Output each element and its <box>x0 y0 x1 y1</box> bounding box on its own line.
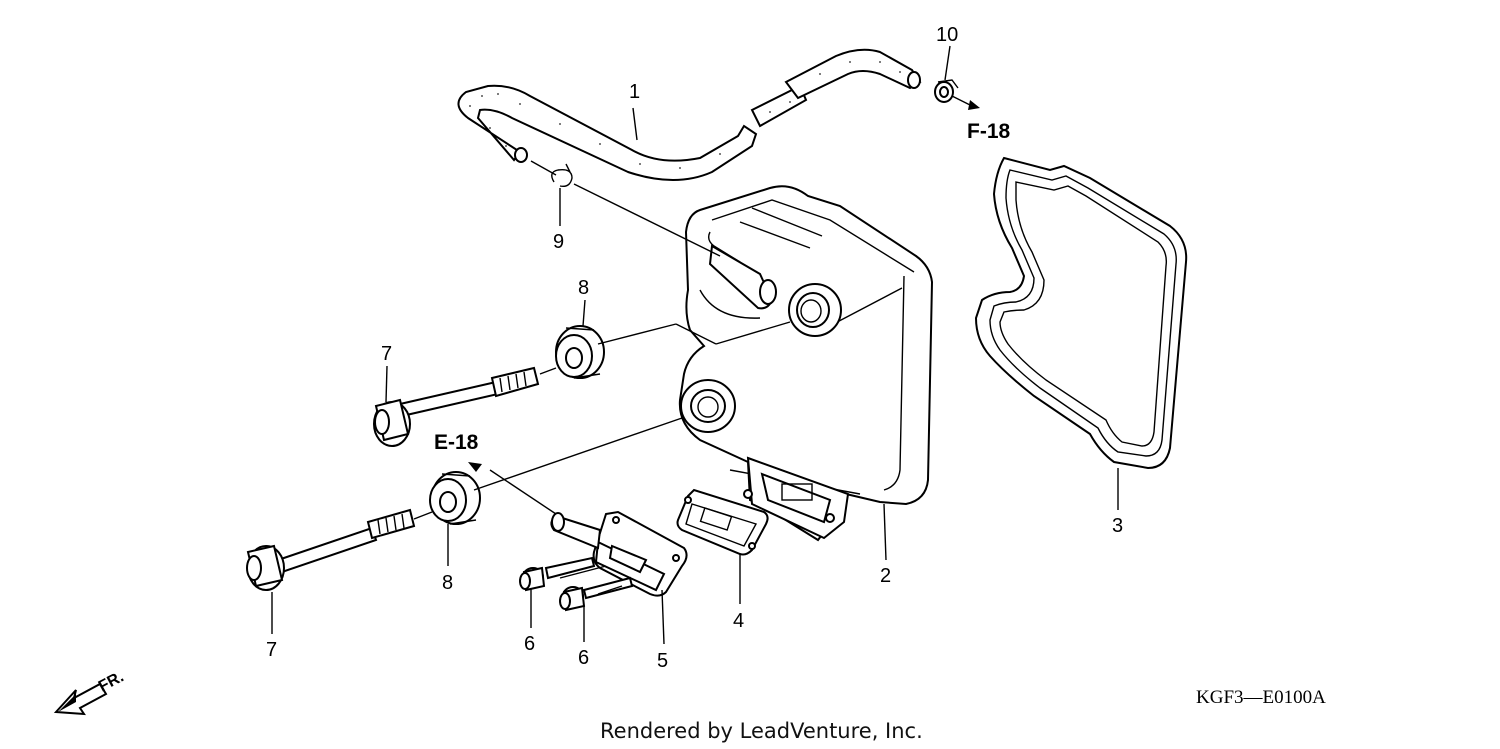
front-direction-arrow: FR. <box>53 668 127 716</box>
flange-bolt-6b[interactable] <box>559 576 634 612</box>
hose-clip-9[interactable] <box>551 163 573 188</box>
callout-6-left: 6 <box>524 633 535 655</box>
callout-6-right: 6 <box>578 647 589 669</box>
breather-plate-gasket[interactable] <box>676 488 769 556</box>
callout-1: 1 <box>629 81 640 103</box>
callout-10: 10 <box>936 24 958 46</box>
breather-separator[interactable] <box>550 510 688 597</box>
cover-bolt-7a[interactable] <box>373 366 540 447</box>
diagram-code: KGF3—E0100A <box>1196 687 1326 708</box>
callout-8-lower: 8 <box>442 572 453 594</box>
hose-clip-10[interactable] <box>934 79 959 103</box>
callout-8-upper: 8 <box>578 277 589 299</box>
head-cover-gasket[interactable] <box>974 156 1188 470</box>
seal-washer-8b[interactable] <box>429 471 481 525</box>
callout-7-lower: 7 <box>266 639 277 661</box>
callout-7-upper: 7 <box>381 343 392 365</box>
breather-hose[interactable] <box>457 48 922 181</box>
cover-bolt-7b[interactable] <box>246 508 416 591</box>
callout-3: 3 <box>1112 515 1123 537</box>
callout-4: 4 <box>733 610 744 632</box>
render-credit: Rendered by LeadVenture, Inc. <box>600 719 923 743</box>
reference-f18[interactable]: F-18 <box>967 120 1011 143</box>
callout-5: 5 <box>657 650 668 672</box>
seal-washer-8a[interactable] <box>555 325 605 379</box>
reference-e18[interactable]: E-18 <box>434 431 479 454</box>
leader-lines <box>271 45 1119 645</box>
flange-bolt-6a[interactable] <box>519 556 596 592</box>
callout-2: 2 <box>880 565 891 587</box>
cylinder-head-cover[interactable] <box>678 185 934 542</box>
callout-9: 9 <box>553 231 564 253</box>
